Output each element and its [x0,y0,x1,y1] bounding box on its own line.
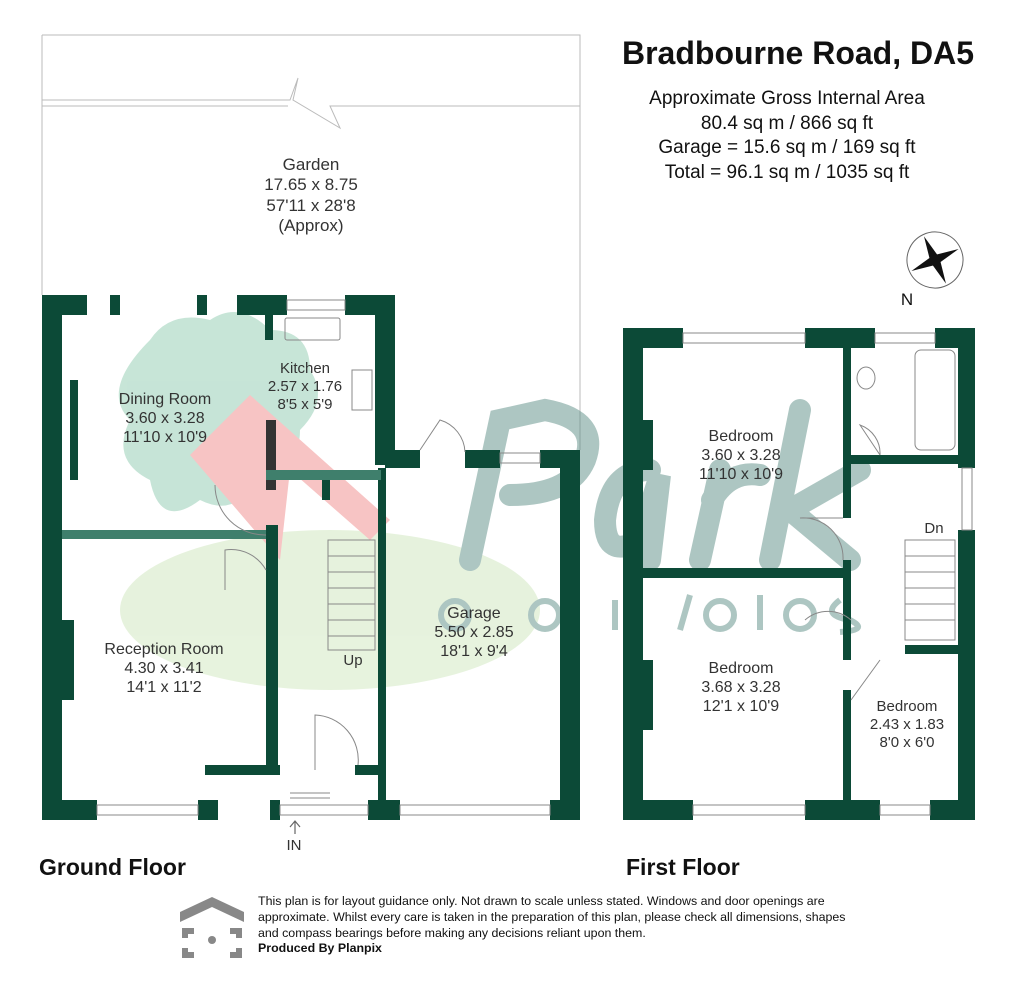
room-imperial: 12'1 x 10'9 [702,698,780,716]
area-heading: Approximate Gross Internal Area [649,88,925,109]
room-metric: 2.57 x 1.76 [267,378,343,395]
compass-rose-icon [906,231,964,289]
ground-floor-walls [42,295,580,820]
room-name: Bedroom [708,660,774,677]
garden-outline [41,34,581,450]
disclaimer-text: This plan is for layout guidance only. N… [258,894,846,940]
area-main: 80.4 sq m / 866 sq ft [700,112,874,134]
room-garden: Garden 17.65 x 8.75 57'11 x 28'8 (Approx… [264,155,358,237]
producer-credit: Produced By Planpix [258,941,382,956]
stairs-down-label: Dn [924,520,944,537]
room-imperial: 57'11 x 28'8 [266,195,356,215]
first-floor-windows [682,332,973,816]
room-reception: Reception Room 4.30 x 3.41 14'1 x 11'2 [104,640,223,698]
room-imperial: 11'10 x 10'9 [122,429,208,447]
room-imperial: 11'10 x 10'9 [698,466,784,484]
room-bedroom-3: Bedroom 2.43 x 1.83 8'0 x 6'0 [870,698,944,752]
property-title: Bradbourne Road, DA5 [621,35,975,71]
room-name: Bedroom [876,698,938,715]
room-imperial: 8'0 x 6'0 [879,734,935,751]
compass-north-label: N [900,290,914,309]
room-metric: 2.43 x 1.83 [869,716,945,733]
stairs-up-label: Up [343,652,363,669]
room-imperial: 18'1 x 9'4 [440,643,508,661]
room-metric: 3.68 x 3.28 [701,679,781,697]
room-dining-room: Dining Room 3.60 x 3.28 11'10 x 10'9 [119,390,211,448]
room-metric: 3.60 x 3.28 [701,447,781,465]
room-imperial: 14'1 x 11'2 [126,679,202,697]
room-note: (Approx) [278,216,344,236]
room-name: Dining Room [118,391,212,408]
room-bedroom-1: Bedroom 3.60 x 3.28 11'10 x 10'9 [699,427,783,485]
ground-floor-windows [96,299,551,816]
area-summary: Approximate Gross Internal Area 80.4 sq … [649,87,925,186]
entrance-arrow-icon [289,820,301,834]
room-name: Garage [447,605,501,622]
room-metric: 5.50 x 2.85 [434,624,514,642]
room-name: Bedroom [708,428,774,445]
first-floor-label: First Floor [626,854,740,880]
disclaimer: This plan is for layout guidance only. N… [258,894,858,957]
room-name: Garden [282,155,340,174]
room-garage: Garage 5.50 x 2.85 18'1 x 9'4 [434,604,513,662]
area-garage: Garage = 15.6 sq m / 169 sq ft [658,137,916,159]
room-metric: 3.60 x 3.28 [125,410,205,428]
area-total: Total = 96.1 sq m / 1035 sq ft [664,162,910,184]
room-bedroom-2: Bedroom 3.68 x 3.28 12'1 x 10'9 [701,659,780,717]
room-metric: 4.30 x 3.41 [124,660,204,678]
room-name: Reception Room [104,641,224,658]
planpix-logo [180,897,244,958]
room-kitchen: Kitchen 2.57 x 1.76 8'5 x 5'9 [268,360,342,414]
room-metric: 17.65 x 8.75 [264,175,358,195]
ground-floor-label: Ground Floor [39,854,186,880]
entrance-label: IN [286,837,302,854]
room-name: Kitchen [279,360,331,377]
first-floor-walls [623,328,975,820]
room-imperial: 8'5 x 5'9 [277,396,333,413]
